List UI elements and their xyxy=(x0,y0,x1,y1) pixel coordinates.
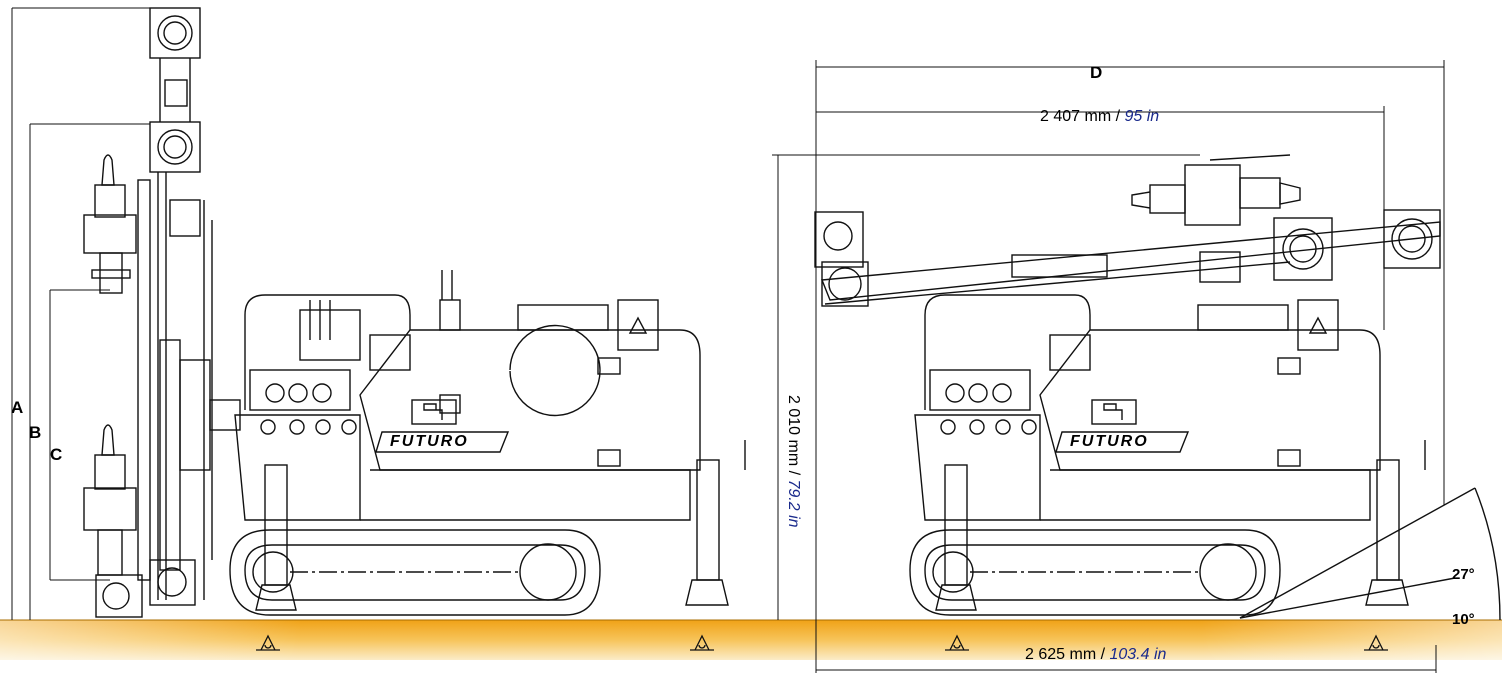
left-machine xyxy=(83,7,746,618)
dimension-lines-left xyxy=(11,7,150,620)
stabilizer-foot-icon xyxy=(256,634,1388,651)
height-metric: 2 010 mm / xyxy=(785,395,802,476)
label-a: A xyxy=(11,398,24,417)
label-c: C xyxy=(50,445,63,464)
ground xyxy=(0,619,1502,660)
length-metric: 2 625 mm / xyxy=(1025,646,1106,663)
brand-logo-right: FUTURO xyxy=(1070,433,1149,450)
angle-upper: 27° xyxy=(1452,566,1475,583)
angle-lower: 10° xyxy=(1452,611,1475,628)
height-dimension: 2 010 mm / 79.2 in xyxy=(784,395,802,528)
length-dimension: 2 625 mm / 103.4 in xyxy=(1025,646,1166,664)
label-d: D xyxy=(1090,63,1103,82)
height-imperial: 79.2 in xyxy=(785,479,802,528)
width-imperial: 95 in xyxy=(1124,108,1160,125)
brand-logo-left: FUTURO xyxy=(390,433,469,450)
width-dimension: 2 407 mm / 95 in xyxy=(1040,108,1159,126)
label-b: B xyxy=(29,423,42,442)
width-metric: 2 407 mm / xyxy=(1040,108,1121,125)
right-machine xyxy=(814,154,1501,621)
dimension-lines-right xyxy=(772,60,1445,673)
length-imperial: 103.4 in xyxy=(1109,646,1167,663)
